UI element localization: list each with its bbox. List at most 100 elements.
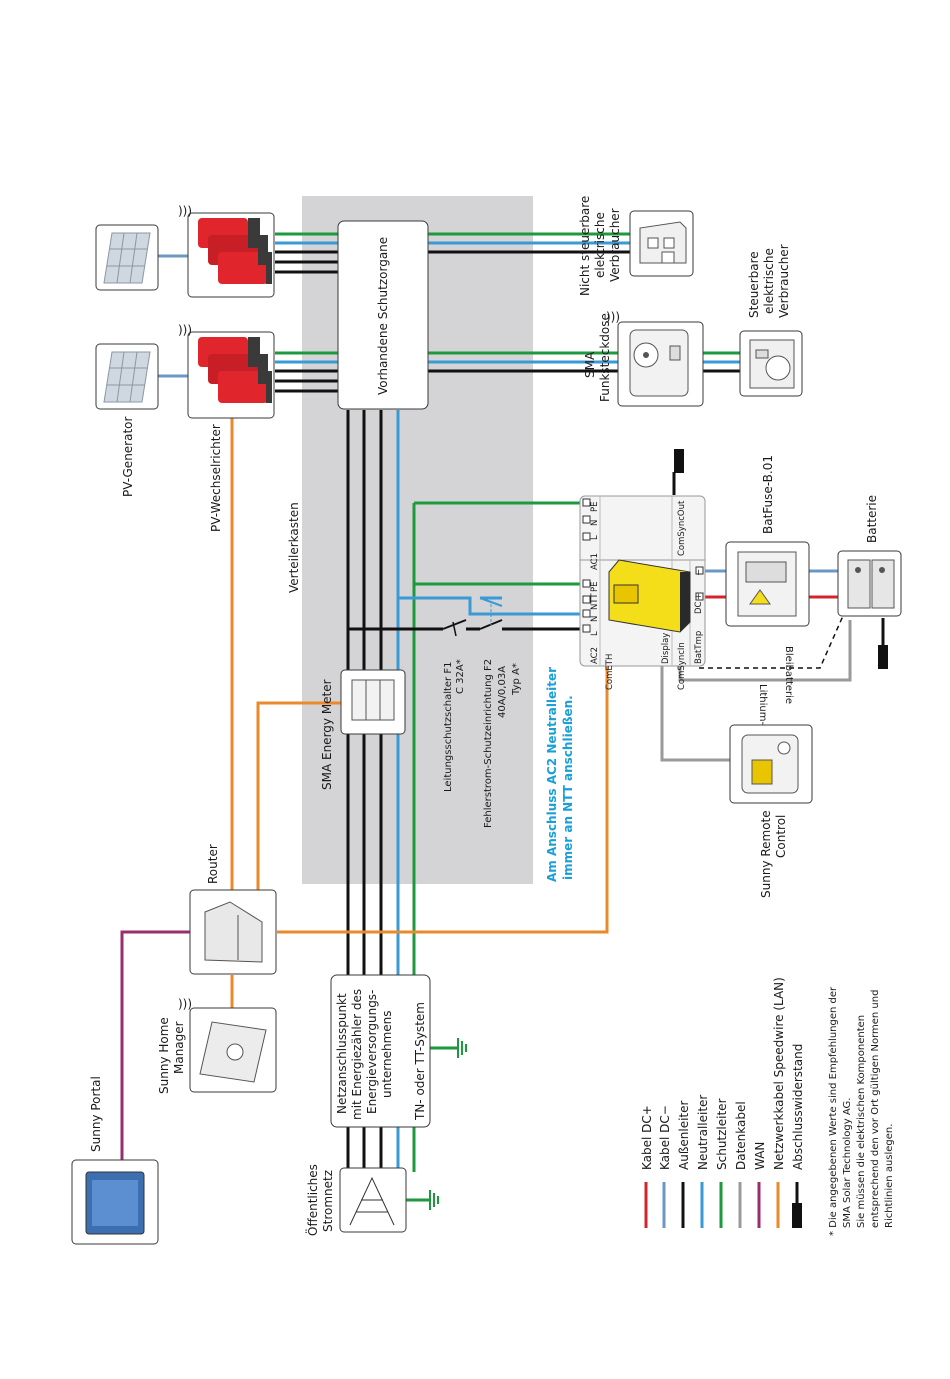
terminal-cometh: ComETH	[605, 654, 615, 690]
energy-meter-label: SMA Energy Meter	[320, 679, 334, 790]
terminal-l-ac2: L	[590, 631, 600, 636]
grid-connection-line-1: Netzanschlusspunkt	[335, 993, 349, 1114]
ground-icon	[429, 1190, 439, 1210]
portal-label: Sunny Portal	[89, 1076, 103, 1152]
terminal-n-ac1: N	[590, 520, 600, 526]
wifi-icon: )))	[178, 204, 192, 218]
legend-label-outer: Außenleiter	[677, 1101, 691, 1171]
footnote-line-1: * Die angegebenen Werte sind Empfehlunge…	[828, 986, 839, 1236]
legend-label-data: Datenkabel	[734, 1101, 748, 1170]
terminal-comsyncout: ComSyncOut	[677, 500, 687, 556]
pv-inverter-1	[187, 212, 275, 298]
neutral-note-2: immer an NTT anschließen.	[561, 695, 575, 880]
terminator-top	[674, 449, 684, 473]
pv-inverter-label: PV-Wechselrichter	[209, 424, 223, 532]
grid-connection-line-3: Energieversorgungs-	[365, 990, 379, 1114]
terminal-pe-ac2: PE	[590, 582, 600, 593]
wifi-icon: )))	[178, 323, 192, 337]
terminal-dc: DC	[694, 601, 704, 614]
rcd-label-2: 40A/0,03A	[497, 666, 508, 718]
legend-label-dc-minus: Kabel DC−	[658, 1105, 672, 1170]
batfuse	[725, 541, 810, 627]
sunny-portal	[71, 1159, 159, 1245]
non-controllable-consumers	[629, 210, 694, 277]
battery-inverter	[579, 495, 706, 667]
router	[189, 889, 277, 975]
protection-label: Vorhandene Schutzorgane	[376, 237, 390, 395]
controllable-label-2: elektrische	[762, 248, 776, 314]
radio-socket-label-1: SMA	[583, 351, 597, 378]
ground-icon	[457, 1038, 467, 1058]
pv-generator-1	[95, 224, 159, 291]
legend: Kabel DC+ Kabel DC− Außenleiter Neutrall…	[640, 977, 805, 1228]
terminal-plus: +	[694, 593, 704, 600]
distribution-box-label: Verteilerkasten	[287, 502, 301, 593]
legend-label-wan: WAN	[753, 1142, 767, 1170]
grid-connection-box	[330, 974, 431, 1128]
inverter-terminals	[582, 498, 704, 633]
footnote: * Die angegebenen Werte sind Empfehlunge…	[828, 986, 895, 1236]
legend-label-dc-plus: Kabel DC+	[640, 1105, 654, 1170]
controllable-label-1: Steuerbare	[747, 251, 761, 318]
radio-socket-label-2: Funksteckdose	[598, 313, 612, 402]
lead-acid-label: Bleibatterie	[783, 646, 794, 704]
battery	[837, 550, 902, 617]
terminal-ac2: AC2	[590, 647, 600, 664]
legend-label-neutral: Neutralleiter	[696, 1095, 710, 1170]
public-grid	[339, 1167, 407, 1233]
sunny-remote-control	[729, 724, 813, 804]
tn-tt-label: TN- oder TT-System	[413, 1002, 427, 1121]
terminal-l-ac1: L	[590, 535, 600, 540]
rcd-label-1: Fehlerstrom-Schutzeinrichtung F2	[483, 659, 494, 828]
sma-radio-socket	[617, 321, 704, 407]
footnote-line-2: SMA Solar Technology AG.	[842, 1098, 853, 1228]
grid-label-1: Öffentliches	[304, 1164, 320, 1236]
controllable-label-3: Verbraucher	[777, 244, 791, 318]
home-manager-label-1: Sunny Home	[157, 1017, 171, 1094]
wifi-icon: )))	[606, 310, 620, 324]
legend-label-terminator: Abschlusswiderstand	[791, 1044, 805, 1170]
remote-label-2: Control	[774, 815, 788, 858]
terminal-n-ac2: N	[590, 616, 600, 622]
battery-label: Batterie	[865, 495, 879, 543]
sma-energy-meter	[340, 669, 406, 735]
footnote-line-3: Sie müssen die elektrischen Komponenten	[856, 1015, 867, 1228]
terminal-display: Display	[661, 633, 671, 664]
grid-label-2: Stromnetz	[321, 1170, 335, 1232]
sunny-home-manager	[189, 1007, 277, 1093]
legend-label-protective: Schutzleiter	[715, 1098, 729, 1170]
home-manager-label-2: Manager	[172, 1021, 186, 1074]
pv-generator-label: PV-Generator	[121, 416, 135, 497]
legend-label-lan: Netzwerkkabel Speedwire (LAN)	[772, 977, 786, 1170]
footnote-line-5: Richtlinien auslegen.	[884, 1124, 895, 1228]
breaker-label-2: C 32A*	[455, 659, 466, 694]
terminal-battmp: BatTmp	[694, 631, 704, 664]
footnote-line-4: entsprechend den vor Ort gültigen Normen…	[870, 990, 881, 1228]
wifi-icon: )))	[178, 997, 192, 1011]
batfuse-label: BatFuse-B.01	[761, 455, 775, 534]
controllable-consumers	[739, 330, 803, 397]
breaker-label-1: Leitungsschutzschalter F1	[443, 662, 454, 792]
router-label: Router	[206, 844, 220, 884]
non-controllable-label-3: Verbraucher	[608, 208, 622, 282]
protection-box	[337, 220, 429, 410]
terminator-battery	[878, 645, 888, 669]
remote-label-1: Sunny Remote	[759, 810, 773, 898]
neutral-note-1: Am Anschluss AC2 Neutralleiter	[545, 667, 559, 882]
breaker-f1	[442, 619, 467, 637]
grid-connection-line-2: mit Energiezähler des	[350, 989, 364, 1120]
non-controllable-label-1: Nicht steuerbare	[578, 196, 592, 296]
terminal-pe-ac1: PE	[590, 502, 600, 513]
rcd-f2	[479, 597, 503, 630]
grid-connection-line-4: unternehmens	[380, 1010, 394, 1098]
non-controllable-label-2: elektrische	[593, 212, 607, 278]
pv-inverter-2	[187, 331, 275, 419]
rcd-label-3: Typ A*	[511, 663, 522, 696]
terminal-ac1: AC1	[590, 553, 600, 570]
pv-generator-2	[95, 343, 159, 410]
legend-swatch-terminator	[792, 1203, 802, 1228]
terminal-minus: −	[694, 569, 704, 576]
terminal-ntt: NTT	[590, 593, 600, 610]
terminal-comsyncin: ComSyncIn	[677, 642, 687, 690]
